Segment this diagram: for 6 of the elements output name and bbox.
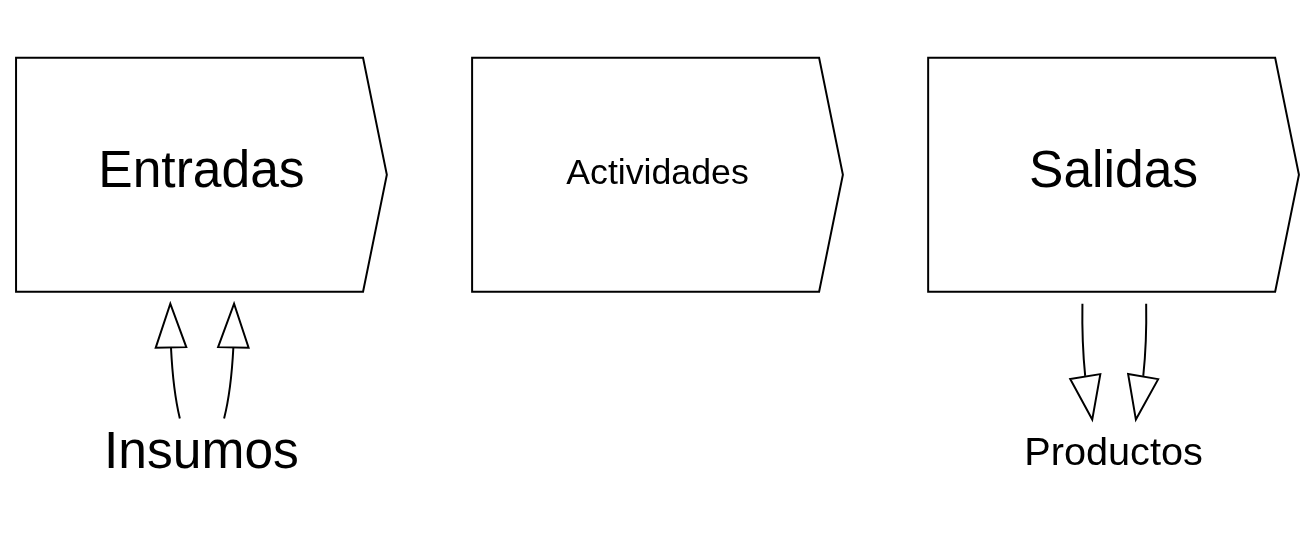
arrow <box>216 300 250 420</box>
arrow <box>1126 302 1160 423</box>
node-text: Insumos <box>104 420 299 479</box>
node-text: Productos <box>1024 429 1203 474</box>
arrow <box>1068 302 1102 423</box>
arrow <box>154 300 188 420</box>
